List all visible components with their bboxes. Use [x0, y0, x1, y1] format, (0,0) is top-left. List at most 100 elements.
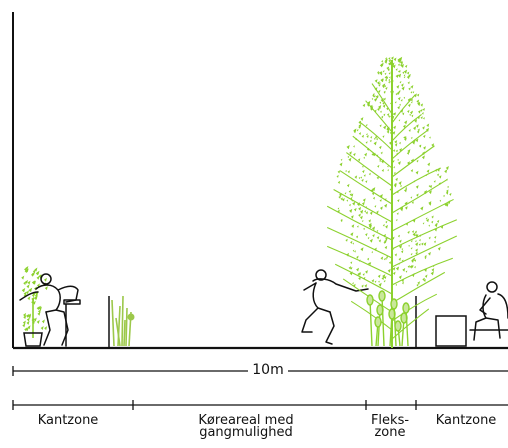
leaf [34, 295, 38, 300]
leaf [377, 107, 380, 112]
leaf [339, 162, 343, 167]
leaf [423, 117, 425, 120]
leaf [444, 169, 448, 174]
potted-plant-left [21, 266, 48, 347]
leaf [358, 132, 362, 136]
leaf [363, 156, 366, 159]
leaf [400, 63, 404, 69]
leaf [393, 166, 396, 169]
leaf [398, 181, 402, 186]
branch [350, 300, 393, 331]
leaf [390, 70, 393, 73]
leaf [401, 61, 403, 65]
leaf [401, 250, 404, 254]
leaf [402, 112, 405, 116]
leaf [398, 58, 402, 63]
leaf [378, 280, 380, 283]
leaf [439, 199, 442, 202]
leaf [346, 183, 350, 188]
leaf [411, 114, 414, 118]
leaf [360, 247, 364, 252]
leaf [383, 258, 386, 261]
leaf [364, 210, 367, 213]
leaf [434, 223, 438, 228]
leaf [406, 71, 410, 75]
leaf [445, 202, 449, 207]
grasses-left [111, 295, 132, 347]
branch [358, 121, 393, 151]
leaf [425, 173, 428, 177]
leaf [345, 238, 348, 242]
leaf [348, 203, 351, 207]
leaf [357, 158, 361, 162]
leaf [409, 113, 411, 117]
leaf [370, 107, 373, 111]
leaf [392, 64, 396, 69]
leaf [388, 59, 392, 63]
leaf [401, 281, 404, 285]
leaf [354, 175, 358, 179]
leaf [407, 230, 410, 234]
leaf [386, 66, 390, 70]
leaf [361, 284, 364, 288]
leaf [381, 276, 385, 281]
leaf [348, 190, 351, 193]
leaf [385, 58, 388, 61]
leaf [391, 64, 394, 68]
leaf [415, 124, 419, 128]
leaf [410, 252, 413, 256]
leaf [375, 95, 379, 99]
leaf [381, 159, 385, 164]
leaf [423, 146, 426, 150]
leaf [377, 164, 380, 168]
leaf [370, 136, 373, 139]
leaf [393, 171, 396, 175]
leaf [32, 280, 36, 285]
leaf [411, 265, 414, 268]
leaf [372, 152, 376, 157]
leaf [368, 262, 370, 265]
leaf [412, 232, 416, 237]
leaf [389, 187, 393, 192]
zone-label-koereareal: Køreareal med gangmulighed [198, 413, 294, 440]
leaf [403, 76, 406, 79]
leaf [358, 259, 361, 262]
leaf [31, 317, 35, 322]
leaf [388, 115, 391, 118]
leaf [382, 70, 385, 73]
leaf [383, 97, 386, 101]
grass-blade [405, 307, 409, 347]
leaf [365, 124, 368, 127]
leaf [360, 209, 364, 214]
leaf [384, 245, 388, 250]
leaf [369, 139, 372, 143]
leaf [431, 220, 434, 224]
leaf [422, 126, 425, 130]
leaf [414, 266, 416, 269]
leaf [379, 158, 382, 161]
leaf [384, 275, 387, 280]
grass-dot [127, 313, 135, 321]
leaf [399, 103, 401, 107]
leaf [426, 169, 430, 174]
branch [391, 113, 422, 142]
leaf [385, 255, 389, 259]
leaf [400, 206, 404, 211]
leaf [385, 57, 388, 60]
leaf [345, 170, 347, 173]
leaf [380, 151, 383, 155]
leaf [382, 224, 385, 227]
leaf [401, 83, 404, 87]
leaf [381, 168, 385, 173]
leaf [431, 268, 435, 272]
leaf [408, 129, 411, 132]
leaf [415, 138, 419, 143]
leaf [32, 300, 36, 305]
leaf [361, 220, 364, 223]
leaf [433, 180, 436, 183]
leaf [431, 215, 434, 219]
leaf [423, 134, 426, 138]
leaf [426, 218, 430, 223]
leaf [399, 60, 403, 65]
leaf [371, 97, 374, 101]
